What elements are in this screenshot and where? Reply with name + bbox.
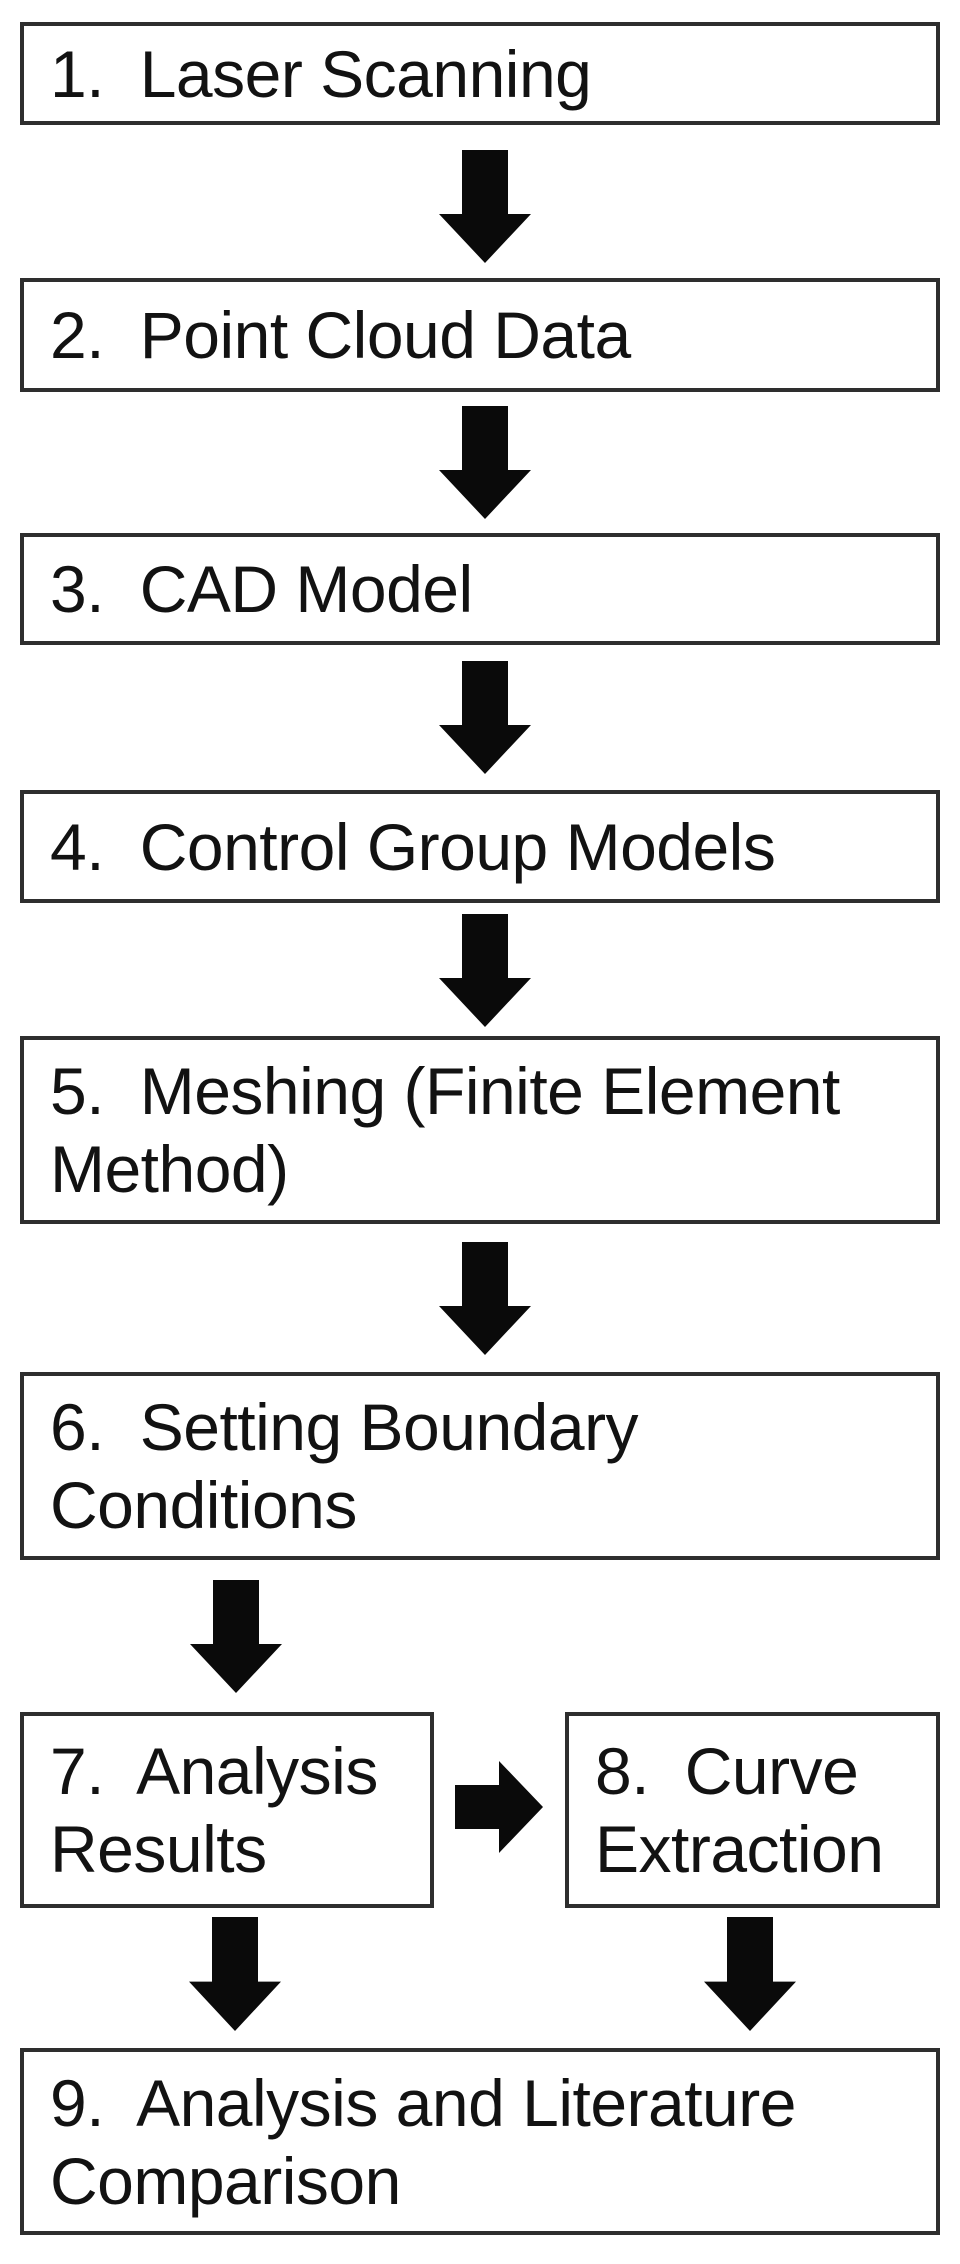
arrow-right-icon-step7-to-step8 <box>455 1761 543 1853</box>
step-6-boundary-conditions-box: 6. Setting Boundary Conditions <box>20 1372 940 1560</box>
step-6-label: 6. Setting Boundary Conditions <box>50 1390 639 1542</box>
step-1-label: 1. Laser Scanning <box>50 36 592 111</box>
step-3-label: 3. CAD Model <box>50 552 473 626</box>
step-9-label: 9. Analysis and Literature Comparison <box>50 2065 796 2218</box>
step-5-label: 5. Meshing (Finite Element Method) <box>50 1054 840 1206</box>
arrow-down-icon-step5-to-step6 <box>439 1242 531 1355</box>
step-2-point-cloud-data-box: 2. Point Cloud Data <box>20 278 940 392</box>
step-7-analysis-results-box: 7. Analysis Results <box>20 1712 434 1908</box>
arrow-down-icon-step4-to-step5 <box>439 914 531 1027</box>
step-4-control-group-models-box: 4. Control Group Models <box>20 790 940 903</box>
arrow-down-icon-step3-to-step4 <box>439 661 531 774</box>
step-3-cad-model-box: 3. CAD Model <box>20 533 940 645</box>
arrow-down-icon-step2-to-step3 <box>439 406 531 519</box>
step-2-label: 2. Point Cloud Data <box>50 298 631 372</box>
arrow-down-icon-step8-to-step9 <box>704 1917 796 2031</box>
step-9-literature-comparison-box: 9. Analysis and Literature Comparison <box>20 2048 940 2235</box>
arrow-down-icon-step7-to-step9 <box>189 1917 281 2031</box>
step-8-label: 8. Curve Extraction <box>595 1734 884 1886</box>
step-1-laser-scanning-box: 1. Laser Scanning <box>20 22 940 125</box>
arrow-down-icon-step6-to-step7 <box>190 1580 282 1693</box>
step-8-curve-extraction-box: 8. Curve Extraction <box>565 1712 940 1908</box>
step-7-label: 7. Analysis Results <box>50 1734 378 1886</box>
arrow-down-icon-step1-to-step2 <box>439 150 531 263</box>
step-5-meshing-box: 5. Meshing (Finite Element Method) <box>20 1036 940 1224</box>
step-4-label: 4. Control Group Models <box>50 809 776 884</box>
